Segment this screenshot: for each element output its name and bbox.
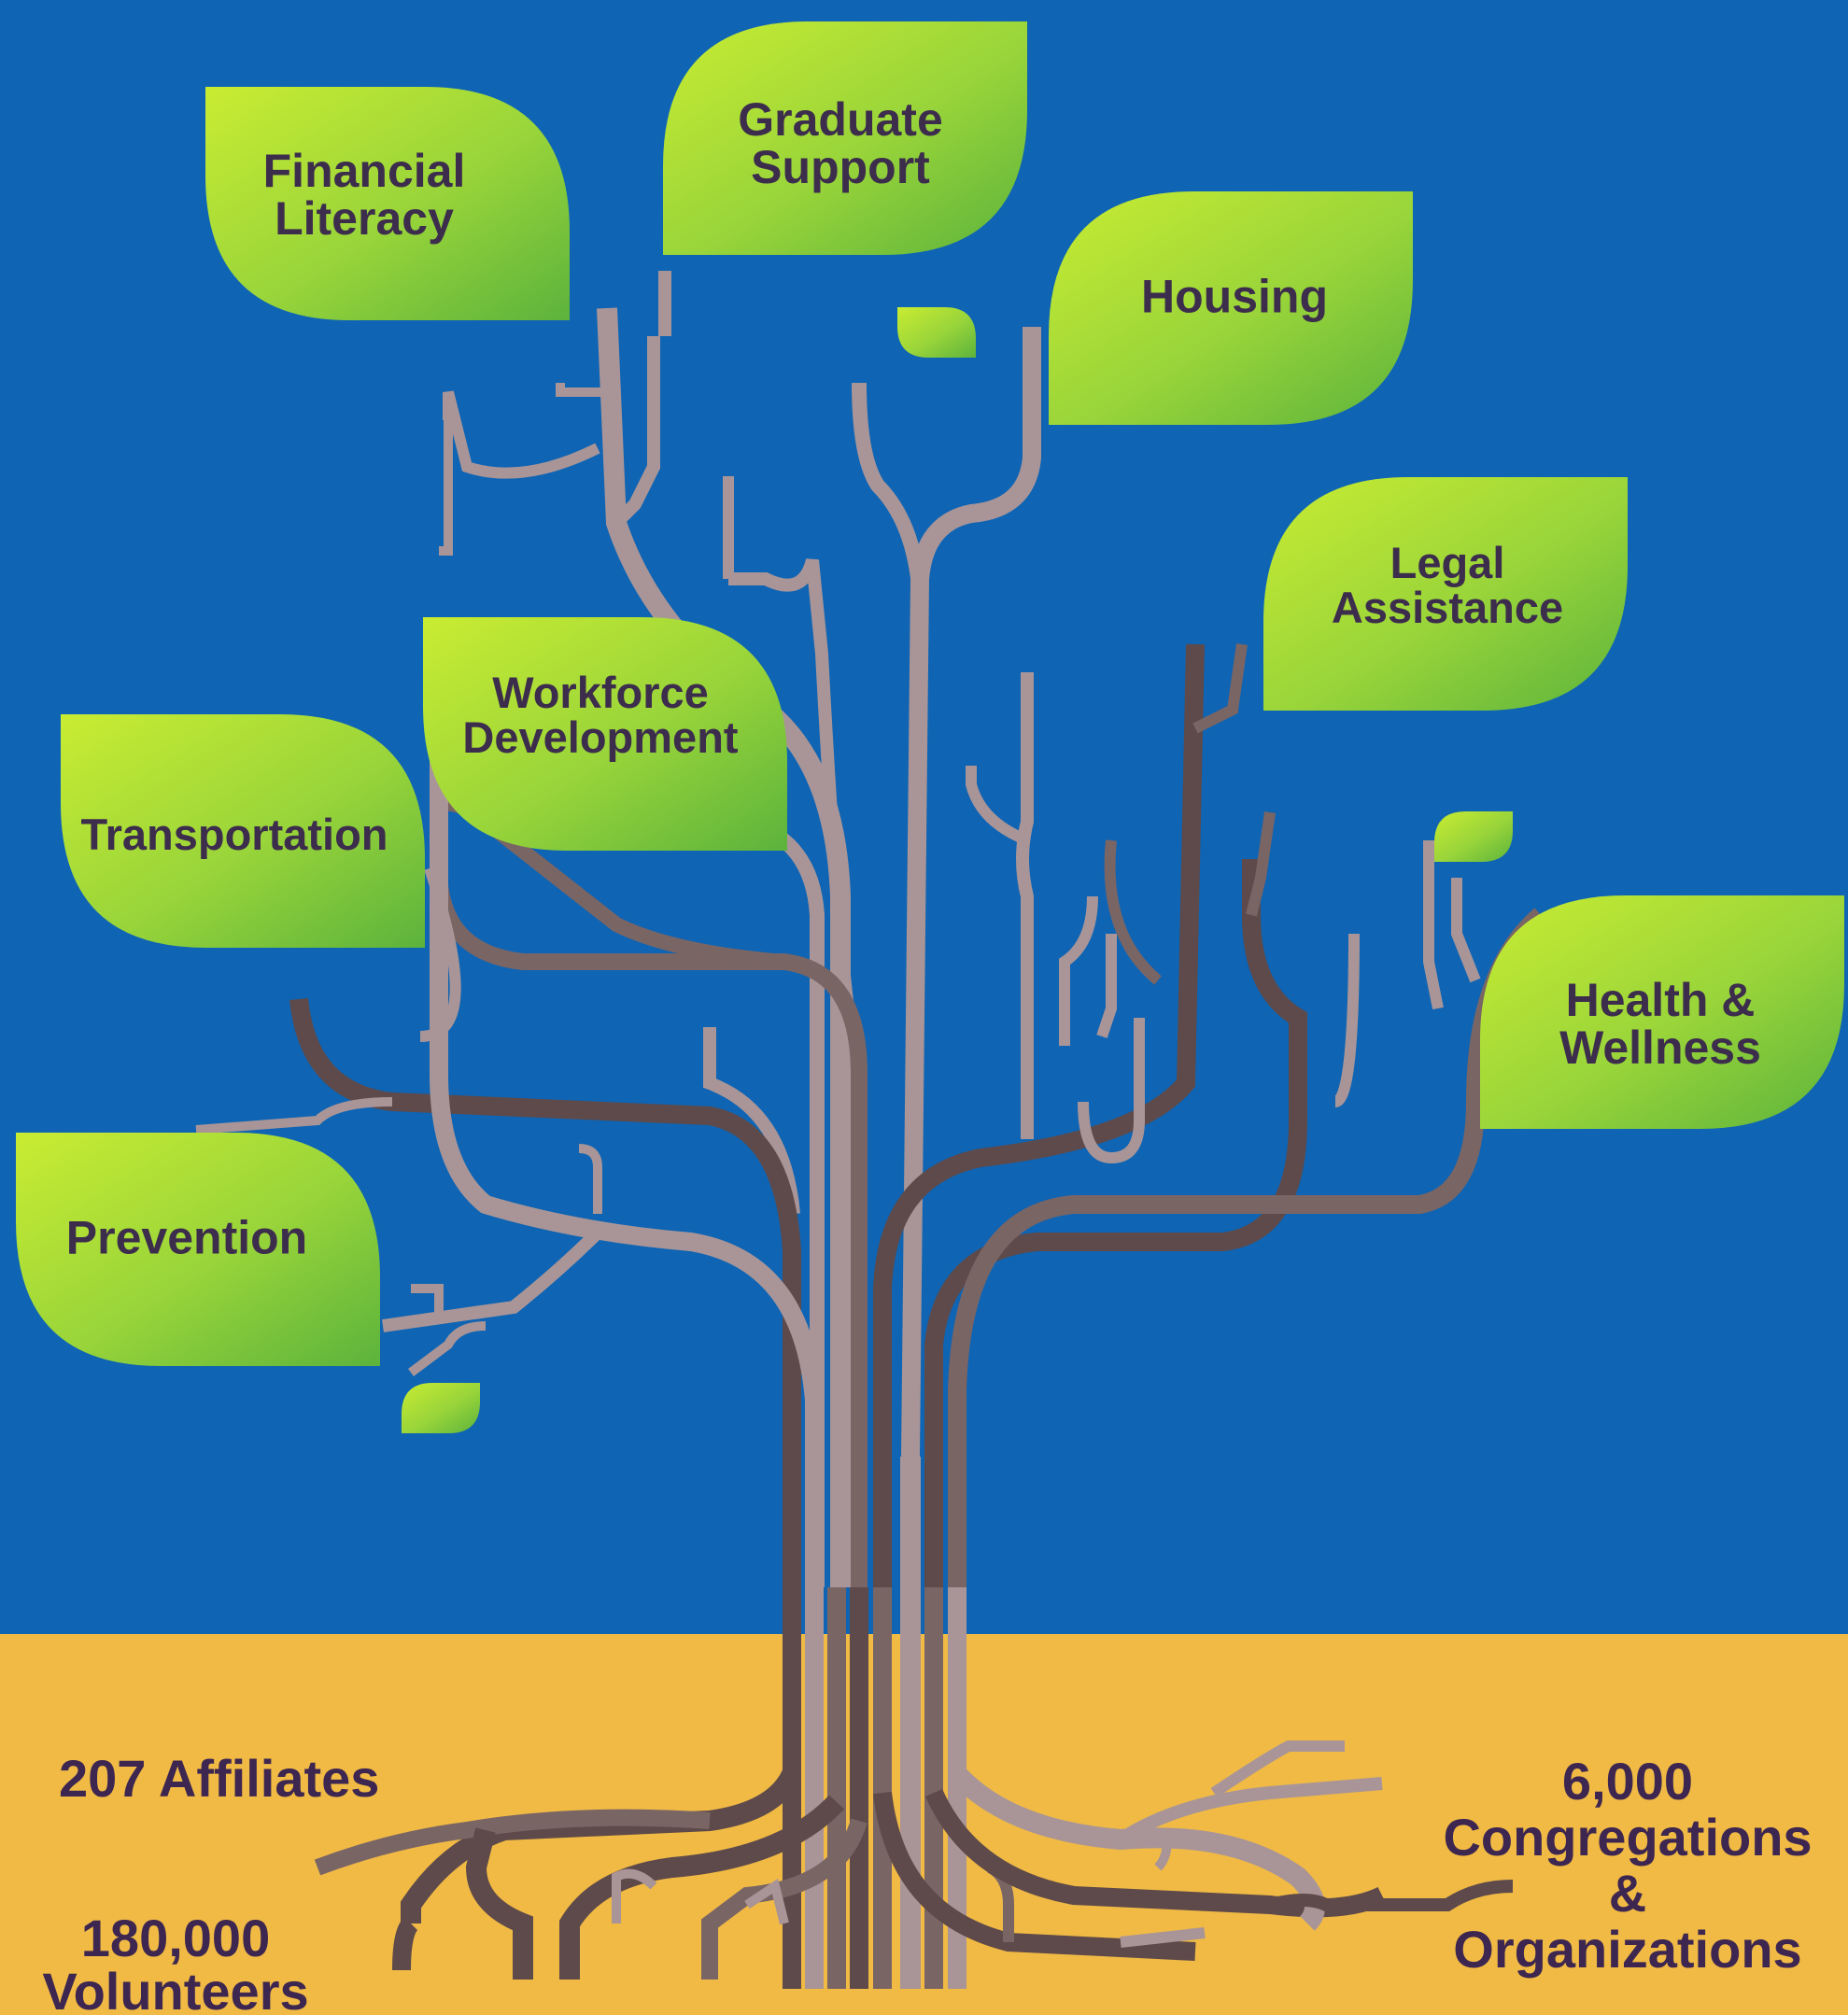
root-label-congregations: 6,000 Congregations & Organizations — [1443, 1752, 1813, 1979]
twig — [439, 420, 453, 556]
branch-legal — [873, 643, 1205, 1587]
root-right-low — [873, 1791, 1196, 1961]
root-twig — [1117, 1777, 1383, 1845]
twig — [408, 1321, 487, 1376]
leaves-group — [16, 21, 1844, 1433]
twig — [1333, 933, 1360, 1107]
leaf-label-health-wellness: Health & Wellness — [1559, 974, 1761, 1074]
root-label-volunteers: 180,000 Volunteers — [42, 1908, 309, 2015]
root-right-upper — [949, 1767, 1325, 1931]
twig — [1096, 934, 1117, 1038]
twig — [1059, 895, 1098, 1046]
leaf-health-wellness — [1480, 895, 1844, 1129]
branch-prevention — [430, 747, 824, 1587]
twig — [195, 1097, 393, 1134]
twig-right — [1016, 672, 1034, 1139]
leaf-legal-assistance — [1263, 477, 1628, 711]
root-twig — [612, 1868, 657, 1923]
root-twig — [1268, 1880, 1514, 1911]
leaf-label-legal-assistance: Legal Assistance — [1331, 538, 1564, 632]
twig — [411, 1284, 444, 1317]
twig — [1192, 643, 1248, 734]
branch-center-right — [901, 327, 1041, 1458]
root-twig — [744, 1878, 789, 1925]
root-mid-left — [559, 1795, 845, 1980]
root-left-long — [314, 1809, 711, 1876]
small-leaf — [402, 1383, 480, 1433]
leaf-label-financial-literacy: Financial Literacy — [262, 145, 466, 245]
root-label-affiliates: 207 Affiliates — [59, 1749, 380, 1808]
leaf-label-transportation: Transportation — [80, 810, 388, 860]
branch-right-mid — [924, 859, 1307, 1587]
twig — [1078, 1018, 1145, 1164]
root-left-down — [465, 1827, 533, 1980]
branch-to-graduate — [612, 336, 660, 528]
branch-center-left — [852, 382, 927, 599]
root-twig — [1210, 1740, 1345, 1797]
root-twig — [1154, 1839, 1172, 1871]
leaf-label-workforce-development: Workforce Development — [462, 668, 739, 762]
root-tip — [392, 1916, 418, 1971]
leaf-graduate-support — [663, 21, 1027, 255]
twig — [1246, 811, 1276, 917]
leaf-financial-literacy — [205, 87, 570, 320]
leaf-prevention — [16, 1133, 380, 1366]
leaf-label-housing: Housing — [1141, 270, 1328, 323]
root-twig — [1120, 1927, 1206, 1948]
branch-prevention-tip — [382, 1228, 602, 1332]
twig — [1451, 878, 1481, 983]
twig — [556, 383, 607, 397]
leaf-workforce-development — [423, 617, 787, 851]
twig — [1104, 839, 1162, 985]
small-leaf — [897, 307, 976, 358]
twig — [1423, 840, 1444, 1010]
root-mid — [701, 1818, 868, 1980]
leaf-housing — [1049, 191, 1413, 425]
ground-background — [0, 1634, 1848, 2015]
leaf-transportation — [61, 714, 425, 948]
twig — [966, 766, 1030, 846]
small-leaf — [1434, 811, 1513, 862]
leaf-label-graduate-support: Graduate Support — [738, 93, 943, 193]
twig-left — [443, 390, 600, 479]
branch-transportation — [289, 997, 801, 1587]
twig — [578, 1144, 602, 1214]
leaf-label-prevention: Prevention — [65, 1211, 308, 1264]
